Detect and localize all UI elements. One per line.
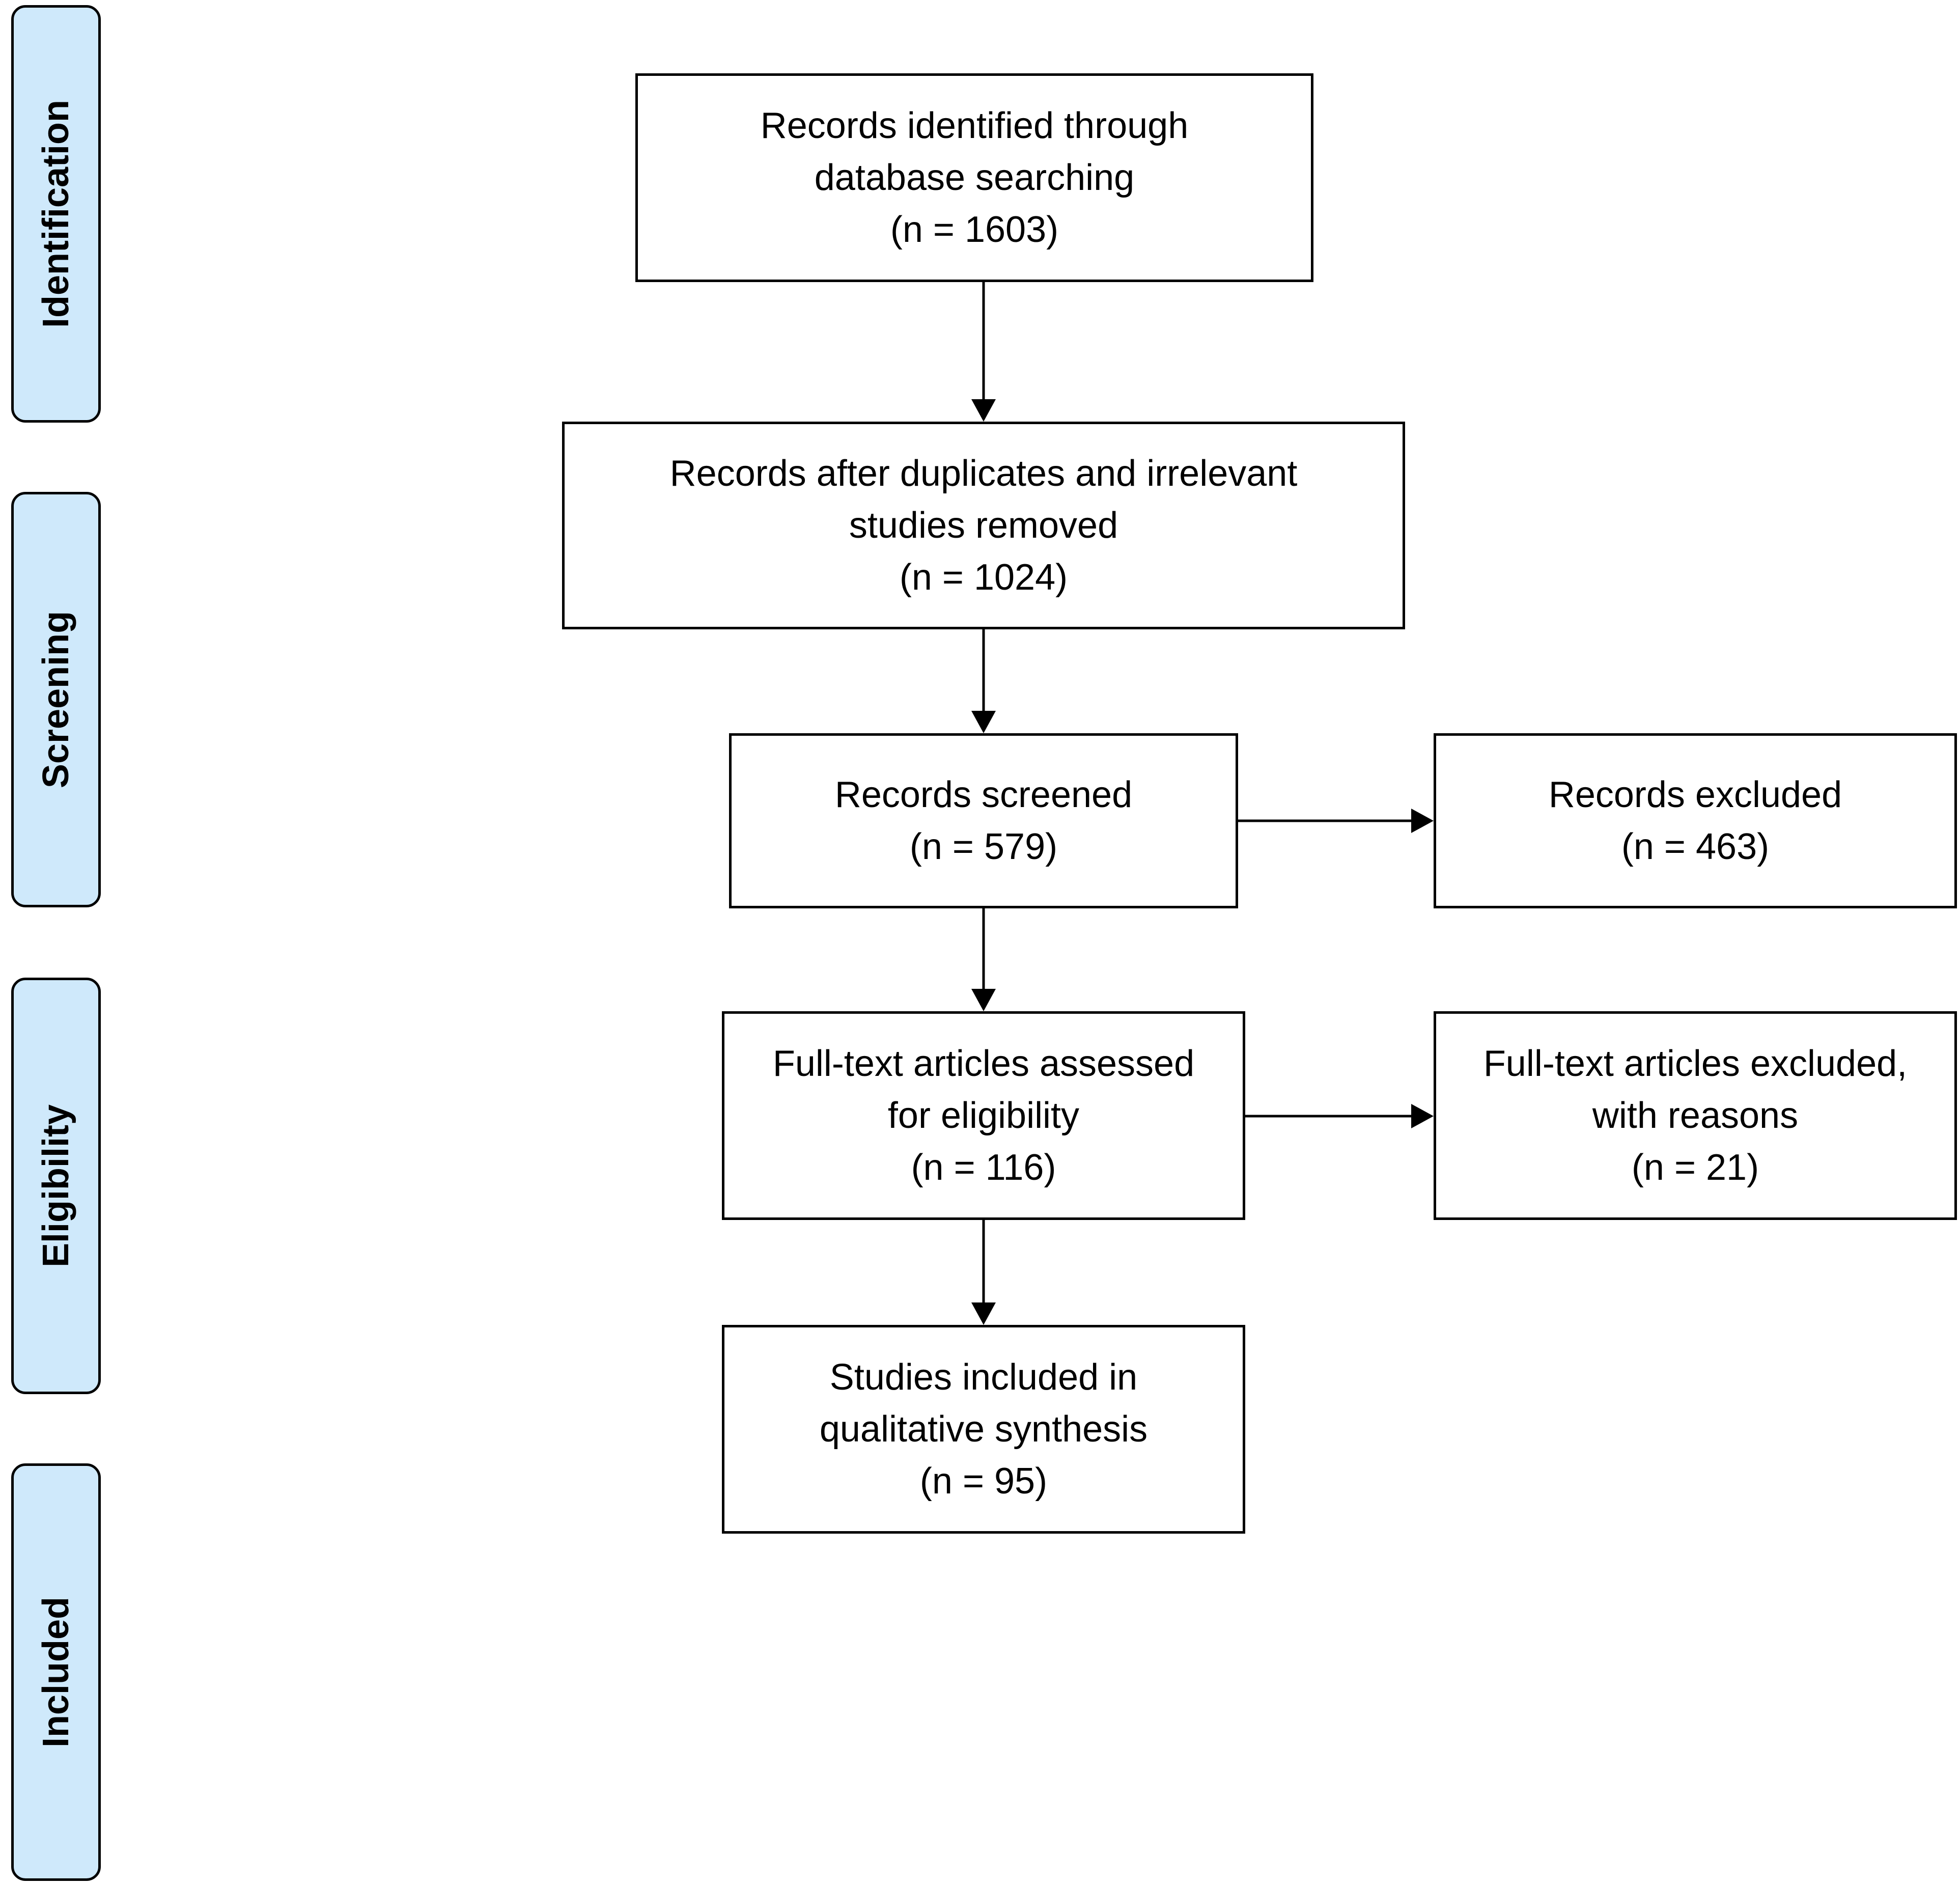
records-deduplicated-count: (n = 1024) [899, 557, 1068, 598]
records-excluded-line1: Records excluded [1548, 774, 1842, 815]
studies-included-line2: qualitative synthesis [819, 1409, 1148, 1450]
studies-included-box: Studies included in qualitative synthesi… [722, 1325, 1245, 1534]
records-deduplicated-line1: Records after duplicates and irrelevant [669, 453, 1298, 494]
stage-screening-label: Screening [36, 611, 76, 789]
arrowhead-excluded [1411, 809, 1434, 833]
records-deduplicated-box: Records after duplicates and irrelevant … [562, 422, 1405, 629]
records-excluded-box: Records excluded (n = 463) [1434, 733, 1957, 908]
fulltext-assessed-line2: for eligibility [887, 1095, 1080, 1136]
records-screened-line1: Records screened [834, 774, 1133, 815]
arrowhead-included [971, 1302, 996, 1325]
records-screened-count: (n = 579) [909, 826, 1058, 867]
records-identified-count: (n = 1603) [890, 209, 1059, 250]
arrowhead-fulltext [971, 989, 996, 1011]
fulltext-excluded-count: (n = 21) [1631, 1147, 1759, 1188]
stage-eligibility-label: Eligibility [36, 1104, 76, 1268]
stage-included: Included [11, 1463, 101, 1881]
fulltext-assessed-count: (n = 116) [911, 1147, 1056, 1188]
stage-included-label: Included [36, 1596, 76, 1748]
fulltext-assessed-box: Full-text articles assessed for eligibil… [722, 1011, 1245, 1220]
records-deduplicated-line2: studies removed [849, 505, 1118, 546]
stage-identification-label: Identification [36, 100, 76, 328]
records-identified-line1: Records identified through [760, 105, 1189, 146]
records-identified-box: Records identified through database sear… [635, 73, 1313, 282]
fulltext-assessed-line1: Full-text articles assessed [772, 1043, 1195, 1084]
arrowhead-deduplicated [971, 399, 996, 422]
stage-screening: Screening [11, 492, 101, 907]
records-excluded-count: (n = 463) [1621, 826, 1770, 867]
stage-identification: Identification [11, 5, 101, 423]
stage-eligibility: Eligibility [11, 978, 101, 1394]
fulltext-excluded-box: Full-text articles excluded, with reason… [1434, 1011, 1957, 1220]
records-screened-box: Records screened (n = 579) [729, 733, 1238, 908]
arrowhead-screened [971, 711, 996, 733]
fulltext-excluded-line1: Full-text articles excluded, [1483, 1043, 1908, 1084]
studies-included-line1: Studies included in [829, 1357, 1138, 1398]
fulltext-excluded-line2: with reasons [1592, 1095, 1799, 1136]
records-identified-line2: database searching [814, 157, 1135, 198]
arrowhead-fulltext-excluded [1411, 1104, 1434, 1128]
studies-included-count: (n = 95) [919, 1461, 1048, 1502]
